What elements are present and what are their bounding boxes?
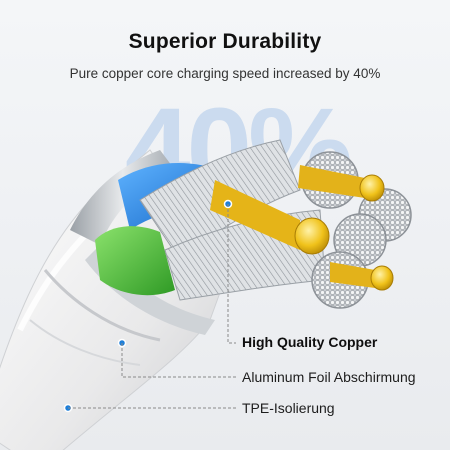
callout-label-copper: High Quality Copper [242,334,378,350]
copper-cores [210,165,394,291]
green-insulation [95,226,175,296]
page-subtitle: Pure copper core charging speed increase… [69,66,381,81]
callout-lines [63,199,236,413]
callout-label-tpe: TPE-Isolierung [242,400,335,416]
page-title: Superior Durability [128,30,322,53]
callout-label-foil: Aluminum Foil Abschirmung [242,369,416,385]
